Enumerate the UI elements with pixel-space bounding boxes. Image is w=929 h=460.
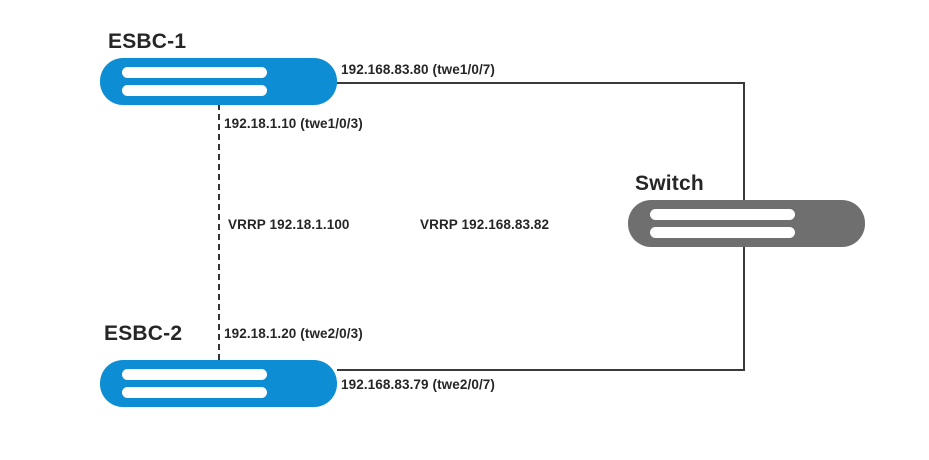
label-vrrp-wan: VRRP 192.168.83.82	[420, 217, 550, 232]
node-esbc2-slot-bottom	[122, 387, 267, 398]
link-esbc1-to-switch-horizontal	[337, 82, 745, 84]
link-esbc2-to-switch-horizontal	[337, 369, 745, 371]
node-esbc1-slot-top	[122, 67, 267, 78]
node-switch[interactable]	[628, 200, 865, 247]
node-esbc2-slot-top	[122, 369, 267, 380]
node-esbc1-slot-bottom	[122, 85, 267, 96]
node-title-switch: Switch	[635, 172, 704, 195]
label-vrrp-ha: VRRP 192.18.1.100	[228, 217, 350, 232]
node-switch-slot-top	[650, 209, 795, 220]
link-ha-heartbeat-dashed	[218, 104, 220, 360]
node-esbc1[interactable]	[100, 58, 337, 105]
node-switch-slot-bottom	[650, 227, 795, 238]
link-switch-vertical-upper	[743, 82, 745, 207]
label-esbc1-wan-interface: 192.168.83.80 (twe1/0/7)	[341, 62, 496, 77]
node-title-esbc1: ESBC-1	[108, 30, 187, 53]
node-esbc2[interactable]	[100, 360, 337, 407]
link-switch-vertical-lower	[743, 240, 745, 370]
label-esbc2-wan-interface: 192.168.83.79 (twe2/0/7)	[341, 377, 496, 392]
label-esbc2-ha-interface: 192.18.1.20 (twe2/0/3)	[224, 326, 363, 341]
label-esbc1-ha-interface: 192.18.1.10 (twe1/0/3)	[224, 116, 363, 131]
node-title-esbc2: ESBC-2	[104, 322, 183, 345]
